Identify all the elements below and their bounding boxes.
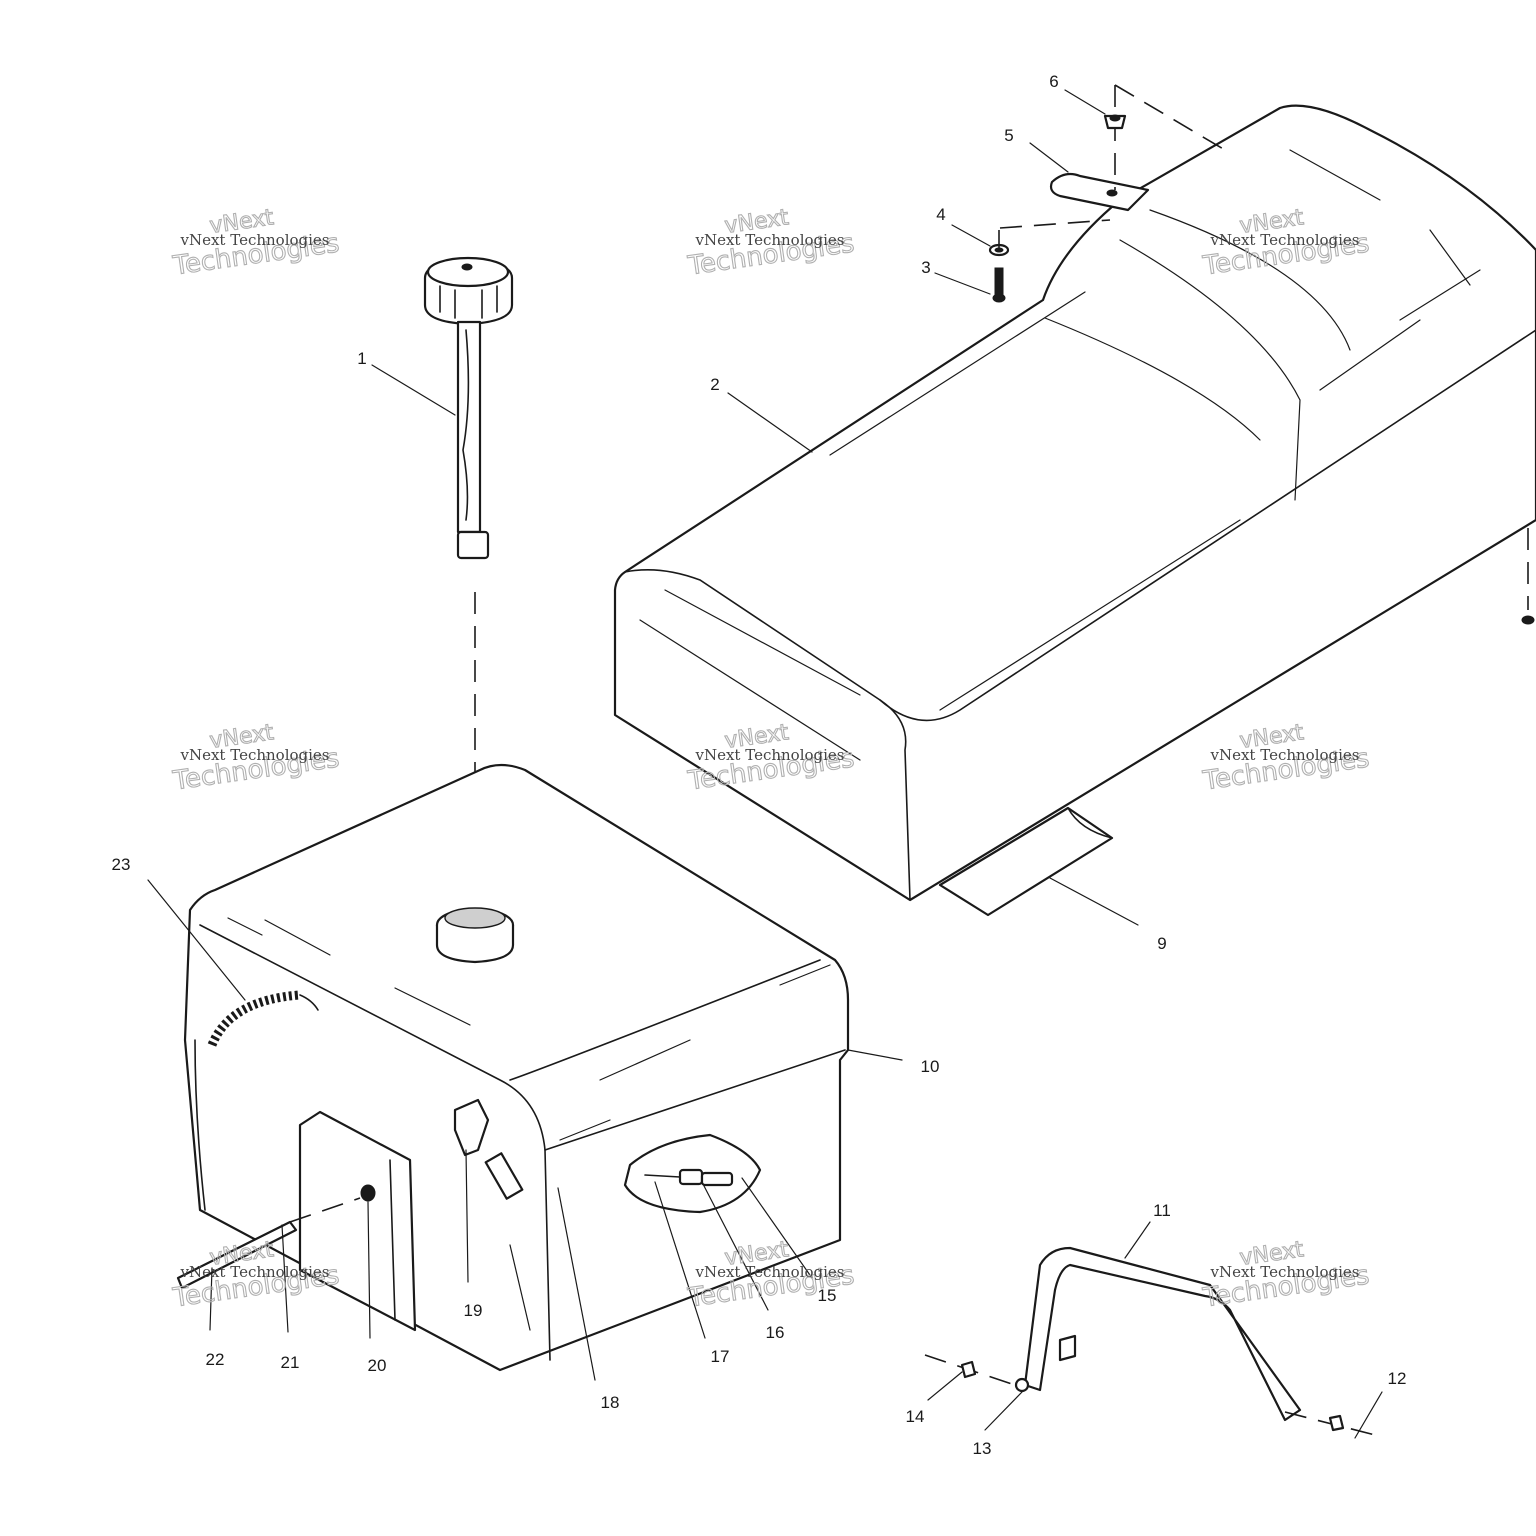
svg-text:vNext Technologies: vNext Technologies xyxy=(179,746,329,764)
callout-3: 3 xyxy=(921,258,930,277)
dipstick-cap xyxy=(423,256,514,900)
seat-strap-hardware xyxy=(988,84,1535,625)
callout-1: 1 xyxy=(357,349,366,368)
svg-text:vNext Technologies: vNext Technologies xyxy=(694,746,844,764)
svg-text:vNext Technologies: vNext Technologies xyxy=(1209,231,1359,249)
callout-16: 16 xyxy=(766,1323,785,1342)
callout-22: 22 xyxy=(206,1350,225,1369)
watermark: vNext Technologies vNext Technologies xyxy=(1200,1237,1372,1314)
callout-20: 20 xyxy=(368,1356,387,1375)
callout-13: 13 xyxy=(973,1439,992,1458)
callout-2: 2 xyxy=(710,375,719,394)
callout-11: 11 xyxy=(1153,1201,1171,1220)
svg-text:vNext Technologies: vNext Technologies xyxy=(694,231,844,249)
svg-text:vNext Technologies: vNext Technologies xyxy=(179,1263,329,1281)
callout-labels: 1 2 3 4 5 6 9 10 11 12 13 14 15 16 17 18… xyxy=(112,72,1407,1458)
callout-14: 14 xyxy=(906,1407,925,1426)
watermarks: vNext Technologies vNext Technologies vN… xyxy=(170,205,1372,1314)
watermark: vNext Technologies vNext Technologies xyxy=(170,205,342,282)
callout-6: 6 xyxy=(1049,72,1058,91)
callout-19: 19 xyxy=(464,1301,483,1320)
callout-12: 12 xyxy=(1388,1369,1407,1388)
callout-4: 4 xyxy=(936,205,945,224)
watermark: vNext Technologies vNext Technologies xyxy=(1200,720,1372,797)
seat xyxy=(613,104,1536,902)
callout-15: 15 xyxy=(818,1286,837,1305)
callout-5: 5 xyxy=(1004,126,1013,145)
watermark: vNext Technologies vNext Technologies xyxy=(685,205,857,282)
callout-17: 17 xyxy=(711,1347,730,1366)
leader-lines xyxy=(147,89,1383,1439)
svg-text:vNext Technologies: vNext Technologies xyxy=(694,1263,844,1281)
oil-tank xyxy=(176,763,850,1372)
callout-21: 21 xyxy=(281,1353,300,1372)
callout-23: 23 xyxy=(112,855,131,874)
tank-bracket xyxy=(924,1246,1376,1436)
watermark: vNext Technologies vNext Technologies xyxy=(170,720,342,797)
watermark: vNext Technologies vNext Technologies xyxy=(170,1237,342,1314)
svg-text:vNext Technologies: vNext Technologies xyxy=(1209,1263,1359,1281)
svg-text:vNext Technologies: vNext Technologies xyxy=(179,231,329,249)
svg-text:vNext Technologies: vNext Technologies xyxy=(1209,746,1359,764)
callout-10: 10 xyxy=(921,1057,940,1076)
seat-pad xyxy=(938,806,1114,917)
callout-18: 18 xyxy=(601,1393,620,1412)
callout-9: 9 xyxy=(1157,934,1166,953)
